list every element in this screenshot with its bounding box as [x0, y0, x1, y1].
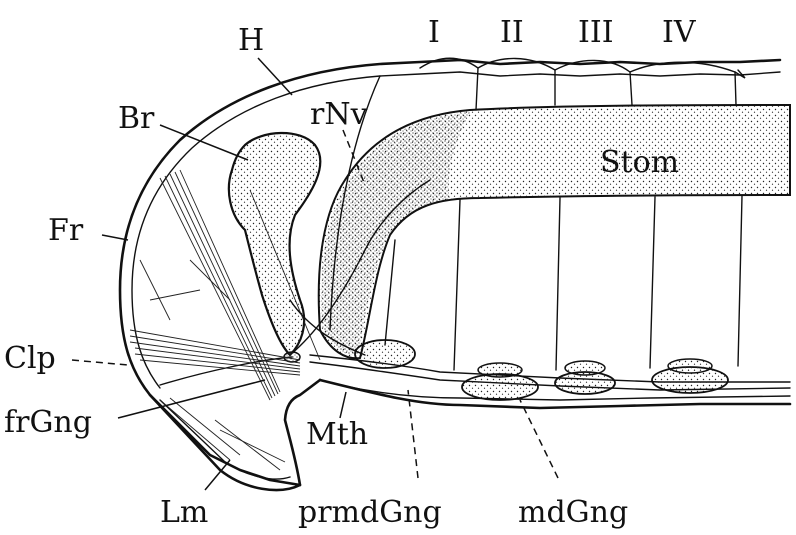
segment-label-3: III	[578, 15, 614, 50]
label-Br: Br	[118, 101, 155, 136]
label-mdGng: mdGng	[518, 495, 628, 530]
label-Fr: Fr	[48, 213, 84, 248]
md-ganglion-top-1	[478, 363, 522, 377]
md-ganglion-1	[462, 374, 538, 400]
label-Lm: Lm	[160, 495, 208, 530]
label-rNv: rNv	[310, 97, 368, 132]
stomodaeum-wall-dense	[321, 112, 470, 355]
md-ganglion-top-3	[668, 359, 712, 373]
label-prmdGng: prmdGng	[298, 495, 442, 530]
segment-label-4: IV	[662, 15, 697, 50]
md-ganglion-top-2	[565, 361, 605, 375]
segment-label-2: II	[500, 15, 524, 50]
label-H: H	[238, 23, 264, 58]
label-Mth: Mth	[306, 417, 368, 452]
brain	[229, 133, 320, 355]
label-frGng: frGng	[4, 405, 92, 440]
label-Clp: Clp	[4, 341, 56, 376]
label-Stom: Stom	[600, 145, 679, 180]
segment-label-1: I	[428, 15, 440, 50]
